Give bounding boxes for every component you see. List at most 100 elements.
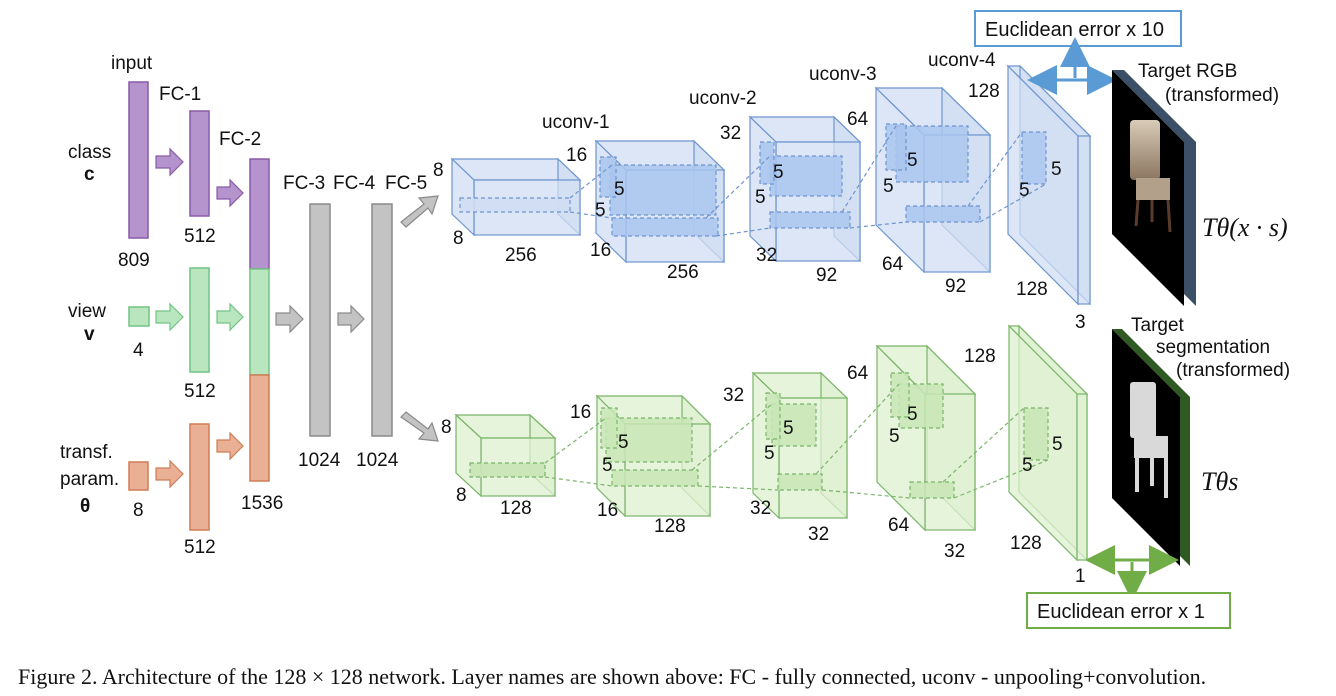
theta-fc1-layer: [189, 423, 210, 531]
class-variable: c: [84, 164, 95, 185]
seg-block-3-kernels: [890, 372, 955, 499]
rgb-b2-depth: 92: [816, 265, 837, 286]
view-fc1-layer: [189, 267, 210, 373]
rgb-output-formula: Tθ(x · s): [1202, 213, 1288, 242]
fc3-layer: [309, 203, 331, 437]
rgb-b2-kernel-2: 5: [755, 187, 766, 208]
target-rgb-image: [1112, 70, 1196, 306]
rgb-connectors: [569, 125, 1047, 237]
seg-b1-kernel-2: 5: [602, 455, 613, 476]
seg-b4-height: 128: [964, 346, 996, 367]
rgb-block-4-kernel: [1021, 131, 1047, 185]
fc2-size: 1536: [241, 493, 283, 514]
rgb-b2-height: 32: [720, 123, 741, 144]
uconv4-label: uconv-4: [928, 50, 996, 71]
target-seg-subtitle-2: (transformed): [1176, 360, 1290, 381]
target-seg-image: [1112, 329, 1190, 566]
seg-b3-kernel-2: 5: [889, 426, 900, 447]
seg-b1-kernel-1: 5: [618, 432, 629, 453]
target-rgb-title: Target RGB: [1138, 61, 1237, 82]
seg-b1-depth: 128: [654, 516, 686, 537]
seg-output-formula: Tθs: [1201, 467, 1238, 496]
seg-b2-height: 32: [723, 385, 744, 406]
fc3-label: FC-3: [283, 173, 325, 194]
view-fc1-size: 512: [184, 381, 216, 402]
view-arrow-2: [216, 302, 244, 332]
rgb-block-0: [450, 157, 582, 237]
rgb-b4-width: 128: [1016, 279, 1048, 300]
fc1-label: FC-1: [159, 84, 201, 105]
seg-b3-kernel-1: 5: [907, 404, 918, 425]
rgb-b3-kernel-2: 5: [883, 176, 894, 197]
figure-caption: Figure 2. Architecture of the 128 × 128 …: [18, 664, 1207, 689]
rgb-block-2-kernels: [759, 141, 851, 229]
seg-b2-depth: 32: [808, 524, 829, 545]
seg-b4-depth: 1: [1075, 566, 1086, 587]
seg-stream: [454, 324, 1089, 562]
class-fc1-size: 512: [184, 226, 216, 247]
seg-b2-kernel-1: 5: [783, 418, 794, 439]
theta-fc1-size: 512: [184, 537, 216, 558]
class-input-layer: [128, 81, 149, 239]
rgb-error-label: Euclidean error x 10: [985, 19, 1164, 41]
fc5-label: FC-5: [385, 173, 427, 194]
rgb-b1-width: 16: [590, 240, 611, 261]
rgb-b3-kernel-1: 5: [907, 150, 918, 171]
rgb-block-0-kernel: [459, 197, 571, 213]
seg-b3-width: 64: [888, 515, 910, 536]
fc2-label: FC-2: [219, 129, 261, 150]
rgb-block-3-kernels: [885, 123, 981, 223]
view-input-layer: [128, 306, 150, 327]
seg-block-1-kernels: [600, 407, 699, 487]
seg-b3-depth: 32: [944, 541, 965, 562]
uconv3-label: uconv-3: [809, 64, 877, 85]
seg-error-box: [1026, 592, 1231, 629]
transf-label: transf.: [60, 442, 113, 463]
fc3-size: 1024: [298, 450, 341, 471]
view-input-size: 4: [133, 340, 144, 361]
rgb-stream: [450, 64, 1092, 306]
chair-rgb-icon: [1130, 120, 1172, 233]
seg-b1-height: 16: [570, 402, 591, 423]
seg-b2-width: 32: [750, 498, 771, 519]
rgb-block-4: [1006, 64, 1092, 306]
seg-error-label: Euclidean error x 1: [1037, 601, 1205, 623]
theta-input-layer: [128, 461, 149, 491]
seg-block-2-kernels: [765, 392, 823, 491]
class-arrow-1: [155, 147, 184, 177]
seg-block-0: [454, 413, 557, 498]
seg-connectors: [544, 383, 1049, 499]
theta-variable: θ: [80, 496, 90, 517]
fc2-view-segment: [249, 268, 270, 376]
fc2-to-fc3-arrow: [275, 304, 304, 334]
seg-block-4-kernel: [1023, 407, 1049, 461]
target-rgb-subtitle: (transformed): [1165, 85, 1279, 106]
fc2-class-segment: [249, 158, 270, 270]
class-arrow-2: [216, 178, 244, 208]
theta-input-size: 8: [133, 500, 144, 521]
rgb-b3-height: 64: [847, 109, 869, 130]
input-label: input: [111, 53, 153, 74]
fc4-to-seg-arrow: [400, 411, 439, 442]
seg-b0-depth: 128: [500, 498, 532, 519]
rgb-b2-width: 32: [756, 245, 777, 266]
seg-b0-width: 8: [456, 485, 467, 506]
chair-mask-icon: [1130, 382, 1168, 498]
target-seg-subtitle-1: segmentation: [1156, 337, 1270, 358]
param-label: param.: [60, 469, 119, 490]
uconv2-label: uconv-2: [689, 88, 757, 109]
fc4-size: 1024: [356, 450, 399, 471]
view-label: view: [68, 301, 106, 322]
fc3-to-fc4-arrow: [337, 304, 365, 334]
seg-block-0-kernel: [469, 462, 546, 478]
seg-b1-width: 16: [597, 500, 618, 521]
rgb-b4-depth: 3: [1075, 312, 1086, 333]
view-variable: v: [84, 324, 95, 345]
fc4-label: FC-4: [333, 173, 376, 194]
seg-b4-kernel-1: 5: [1052, 434, 1063, 455]
rgb-b0-depth: 256: [505, 245, 537, 266]
rgb-b3-depth: 92: [945, 276, 966, 297]
rgb-b0-height: 8: [433, 160, 444, 181]
seg-b0-height: 8: [441, 417, 452, 438]
fc2-theta-segment: [249, 374, 270, 482]
